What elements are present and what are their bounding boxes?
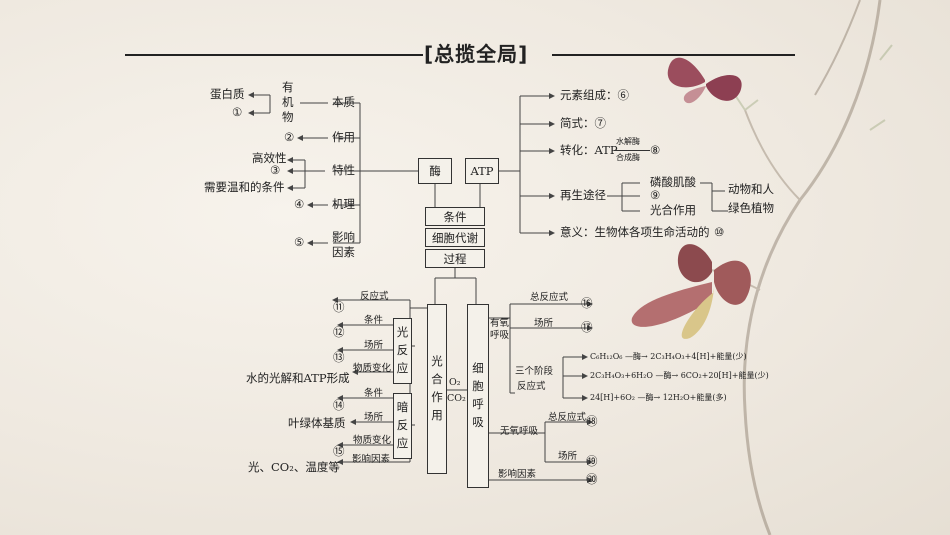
stage-equation-3: 24[H]+6O₂ —酶→ 12H₂O+能量(多) [590,393,727,402]
water-photolysis-result: 水的光解和ATP形成 [246,371,350,385]
answer-slot-1: ① [232,105,243,119]
three-stages-label: 三个阶段 [515,366,554,377]
factors-result: 光、CO₂、温度等 [248,460,340,474]
dark-reaction-char-2: 反 [396,418,409,433]
anaerobic-label: 无氧呼吸 [500,426,539,437]
light-material-change-label: 物质变化 [353,363,392,374]
enzyme-box: 酶 [418,158,452,184]
aerobic-total-label: 总反应式 [530,292,569,303]
photo-factors-label: 影响因素 [352,454,391,465]
header-rule-left [125,54,423,56]
photosynthesis-char-1: 光 [431,354,443,369]
enzyme-mechanism-label: 机理 [332,197,355,211]
anaerobic-site-label: 场所 [558,451,578,462]
page-title: [总揽全局] [424,42,529,66]
stage-equation-2: 2C₃H₄O₃+6H₂O —酶→ 6CO₂+20[H]+能量(少) [590,371,769,380]
aerobic-site-label: 场所 [534,318,554,329]
enzyme-property-label: 特性 [332,163,355,177]
synthase-label: 合成酶 [616,153,640,162]
regeneration-label: 再生途径 [560,188,606,202]
header-rule-right [552,54,795,56]
organic-char-1: 有 [282,80,294,94]
organic-char-3: 物 [282,110,294,124]
stroma-result: 叶绿体基质 [288,416,346,430]
respiration-char-1: 细 [472,361,484,376]
photo-reaction-label: 反应式 [360,291,389,302]
light-reaction-char-1: 光 [396,325,409,340]
answer-slot-13: ⑬ [333,350,345,364]
respiration-char-2: 胞 [472,379,484,394]
answer-slot-10: ⑩ [714,225,725,239]
enzyme-function-label: 作用 [332,130,355,144]
answer-slot-18: ⑱ [586,414,598,428]
dark-material-change-label: 物质变化 [353,435,392,446]
enzyme-essence-label: 本质 [332,95,355,109]
respiration-box: 细 胞 呼 吸 [467,304,489,488]
photosynthesis-path-label: 光合作用 [650,203,696,217]
atp-composition: 元素组成：⑥ [560,88,629,102]
enzyme-factors-label: 影响 因素 [332,230,355,259]
photosynthesis-char-2: 合 [431,372,443,387]
metabolism-center-box: 细胞代谢 [425,228,485,247]
answer-slot-12: ⑫ [333,325,345,339]
dark-reaction-box: 暗 反 应 [393,393,412,459]
answer-slot-19: ⑲ [586,454,598,468]
conversion-arrow [614,150,650,151]
dark-reaction-char-3: 应 [396,435,409,450]
organic-char-2: 机 [282,95,294,109]
answer-slot-4: ④ [294,197,305,211]
light-reaction-box: 光 反 应 [393,318,412,384]
atp-formula: 简式：⑦ [560,116,606,130]
light-reaction-char-3: 应 [396,360,409,375]
atp-conversion-prefix: 转化：ATP [560,143,618,157]
answer-slot-16: ⑯ [581,296,593,310]
dark-site-label: 场所 [364,412,384,423]
answer-slot-2: ② [284,130,295,144]
answer-slot-15: ⑮ [333,444,345,458]
organic-protein-label: 蛋白质 [210,87,245,101]
light-condition-label: 条件 [364,315,384,326]
mild-conditions-label: 需要温和的条件 [204,180,285,194]
respiration-char-3: 呼 [472,397,484,411]
photosynthesis-char-4: 用 [431,407,443,422]
respiration-char-4: 吸 [472,414,484,429]
dark-condition-label: 条件 [364,388,384,399]
dark-reaction-char-1: 暗 [396,400,409,415]
answer-slot-3: ③ [270,163,281,177]
answer-slot-5: ⑤ [294,235,305,249]
answer-slot-20: ⑳ [586,472,598,486]
light-reaction-char-2: 反 [396,343,409,358]
green-plants-label: 绿色植物 [728,201,774,215]
hydrolase-label: 水解酶 [616,137,640,146]
animals-humans-label: 动物和人 [728,182,774,196]
stages-equation-label: 反应式 [517,381,546,392]
carbon-dioxide-label: CO₂ [447,393,466,404]
metabolism-condition-box: 条件 [425,207,485,226]
respiration-factors-label: 影响因素 [498,469,537,480]
anaerobic-total-label: 总反应式 [548,412,587,423]
atp-meaning: 意义：生物体各项生命活动的 [560,225,710,239]
answer-slot-14: ⑭ [333,398,345,412]
answer-slot-8: ⑧ [650,143,661,157]
stage-equation-1: C₆H₁₂O₆ —酶→ 2C₃H₄O₃+4[H]+能量(少) [590,352,747,361]
oxygen-label: O₂ [449,377,461,388]
metabolism-process-box: 过程 [425,249,485,268]
creatine-phosphate-label: 磷酸肌酸 [650,175,696,189]
light-site-label: 场所 [364,340,384,351]
photosynthesis-char-3: 作 [431,390,443,404]
photosynthesis-box: 光 合 作 用 [427,304,447,474]
answer-slot-17: ⑰ [581,320,593,334]
high-efficiency-label: 高效性 [252,151,287,165]
aerobic-label: 有氧呼吸 [490,318,510,342]
atp-box: ATP [465,158,499,184]
answer-slot-9: ⑨ [650,188,661,202]
answer-slot-11: ⑪ [333,300,345,314]
